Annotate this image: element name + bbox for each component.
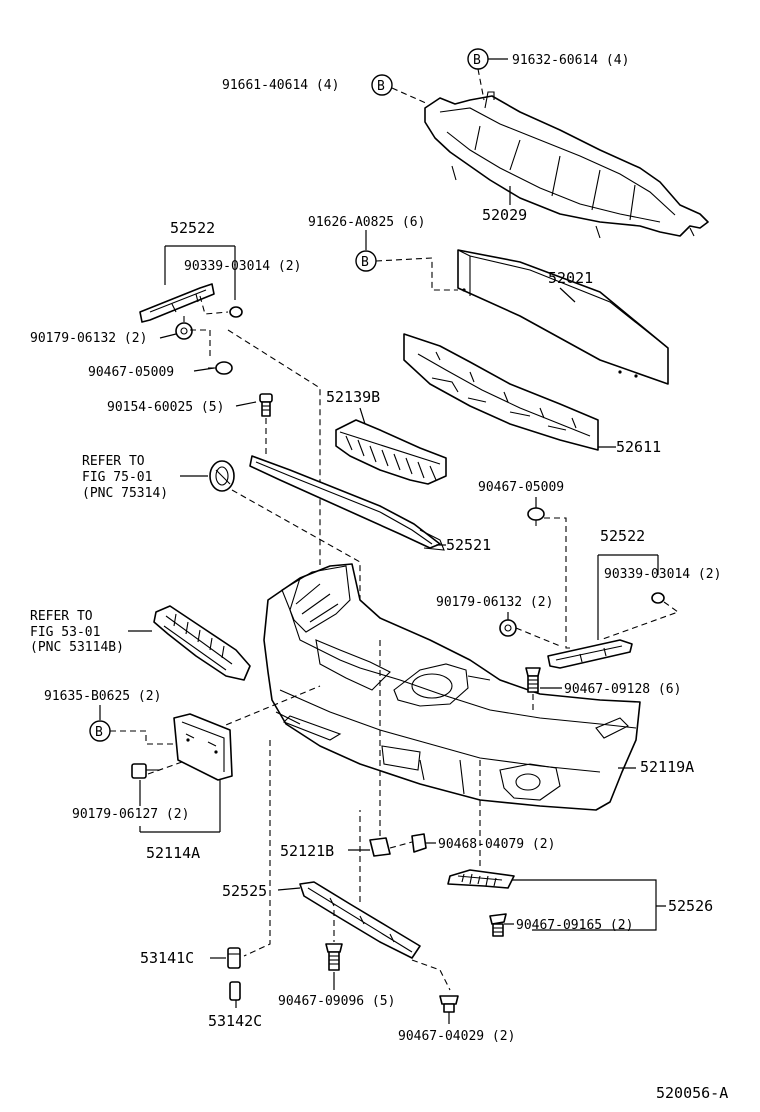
label-90179-left: 90179-06132 (2) <box>30 331 147 346</box>
dash-90179-06127 <box>147 761 183 775</box>
callout-b-left-top-text: B <box>377 79 385 94</box>
part-90467-09096-clip <box>325 943 343 971</box>
callout-b-lower-left-text: B <box>95 725 103 740</box>
label-90467-05009-left: 90467-05009 <box>88 365 174 380</box>
part-90467-05009-right-clip <box>527 507 545 526</box>
dash-90179-right <box>515 627 561 647</box>
refer-53-line3: (PNC 53114B) <box>30 640 124 655</box>
callout-b-lower-left: B <box>89 720 111 742</box>
part-52021-reinforcement <box>457 249 669 385</box>
part-90467-04029-clip <box>439 995 459 1013</box>
refer-75-line1: REFER TO <box>82 454 145 469</box>
label-90179-06127: 90179-06127 (2) <box>72 807 189 822</box>
part-52526-plate <box>447 869 515 889</box>
leader-90179-left <box>159 333 177 339</box>
label-52029: 52029 <box>482 206 527 224</box>
part-52522-right-bracket <box>547 639 633 669</box>
label-90339-left: 90339-03014 (2) <box>184 259 301 274</box>
part-52139b-absorber <box>335 419 447 485</box>
label-52522-right: 52522 <box>600 527 645 545</box>
label-52114a: 52114A <box>146 844 200 862</box>
leader-52021 <box>559 287 576 303</box>
bracket-52114a <box>139 780 221 833</box>
callout-b-mid-text: B <box>361 255 369 270</box>
label-90467-09128: 90467-09128 (6) <box>564 682 681 697</box>
dash-53141c <box>243 740 271 957</box>
callout-b-left-top: B <box>371 74 429 105</box>
label-90179-right: 90179-06132 (2) <box>436 595 553 610</box>
part-90179-left-nut <box>175 322 193 340</box>
part-52611-absorber <box>403 333 599 451</box>
part-90154-screw <box>259 393 273 417</box>
part-90179-right-nut <box>499 619 517 637</box>
part-52029-frame <box>424 91 709 239</box>
dash-90467-04029 <box>411 959 451 991</box>
part-53141c-clip <box>227 947 241 969</box>
dash-91635 <box>110 730 180 745</box>
dash-90339-left <box>199 295 229 315</box>
label-52121b: 52121B <box>280 842 334 860</box>
label-90339-right: 90339-03014 (2) <box>604 567 721 582</box>
leader-52525 <box>277 887 301 891</box>
bracket-52522-right <box>597 554 659 640</box>
dash-90468 <box>389 841 413 849</box>
bracket-52522-left <box>164 245 236 300</box>
label-52139b: 52139B <box>326 388 380 406</box>
label-52526: 52526 <box>668 897 713 915</box>
label-90154: 90154-60025 (5) <box>107 400 224 415</box>
label-90467-09165: 90467-09165 (2) <box>516 918 633 933</box>
part-90339-right-clip <box>651 592 665 604</box>
label-52525: 52525 <box>222 882 267 900</box>
dash-90339-right <box>599 601 680 641</box>
label-53141c: 53141C <box>140 949 194 967</box>
part-emblem <box>209 460 235 492</box>
label-52611: 52611 <box>616 438 661 456</box>
refer-75-line2: FIG 75-01 <box>82 470 152 485</box>
leader-90154 <box>235 401 257 407</box>
part-52522-left-bracket <box>139 283 215 323</box>
part-90179-06127-nut <box>131 763 160 779</box>
label-90467-04029: 90467-04029 (2) <box>398 1029 515 1044</box>
refer-75-line3: (PNC 75314) <box>82 486 168 501</box>
label-91626: 91626-A0825 (6) <box>308 215 425 230</box>
part-grille <box>153 605 251 681</box>
callout-b-mid: B <box>355 250 458 291</box>
label-91661: 91661-40614 (4) <box>222 78 339 93</box>
part-52114a-license-bracket <box>173 713 233 781</box>
label-90467-05009-right: 90467-05009 <box>478 480 564 495</box>
part-53142c-clip <box>229 981 241 1001</box>
bracket-52526 <box>512 879 666 931</box>
refer-53-line2: FIG 53-01 <box>30 625 100 640</box>
refer-53-line1: REFER TO <box>30 609 93 624</box>
label-52522-left: 52522 <box>170 219 215 237</box>
label-91632: 91632-60614 (4) <box>512 53 629 68</box>
label-52119a: 52119A <box>640 758 694 776</box>
dash-90179-left <box>183 314 211 356</box>
part-52121b-cover <box>369 837 391 857</box>
part-90467-09165-clip <box>489 913 507 937</box>
diagram-id: 520056-A <box>656 1084 728 1102</box>
part-90467-09128-clip <box>525 667 541 693</box>
part-90339-left-clip <box>229 306 243 318</box>
part-90467-05009-left-clip <box>208 361 233 375</box>
dash-bracket-to-bumper <box>227 329 321 565</box>
label-91635: 91635-B0625 (2) <box>44 689 161 704</box>
label-52521: 52521 <box>446 536 491 554</box>
label-52021: 52021 <box>548 269 593 287</box>
part-52119a-bumper <box>263 563 641 811</box>
label-90467-09096: 90467-09096 (5) <box>278 994 395 1009</box>
label-90468: 90468-04079 (2) <box>438 837 555 852</box>
part-52525-undercover <box>299 881 421 959</box>
callout-b-top-text: B <box>473 53 481 68</box>
part-90468-clip <box>411 833 427 853</box>
dash-90467-05009-right <box>544 517 572 649</box>
callout-b-top: B <box>467 48 508 101</box>
leader-52139b <box>359 407 366 425</box>
label-53142c: 53142C <box>208 1012 262 1030</box>
